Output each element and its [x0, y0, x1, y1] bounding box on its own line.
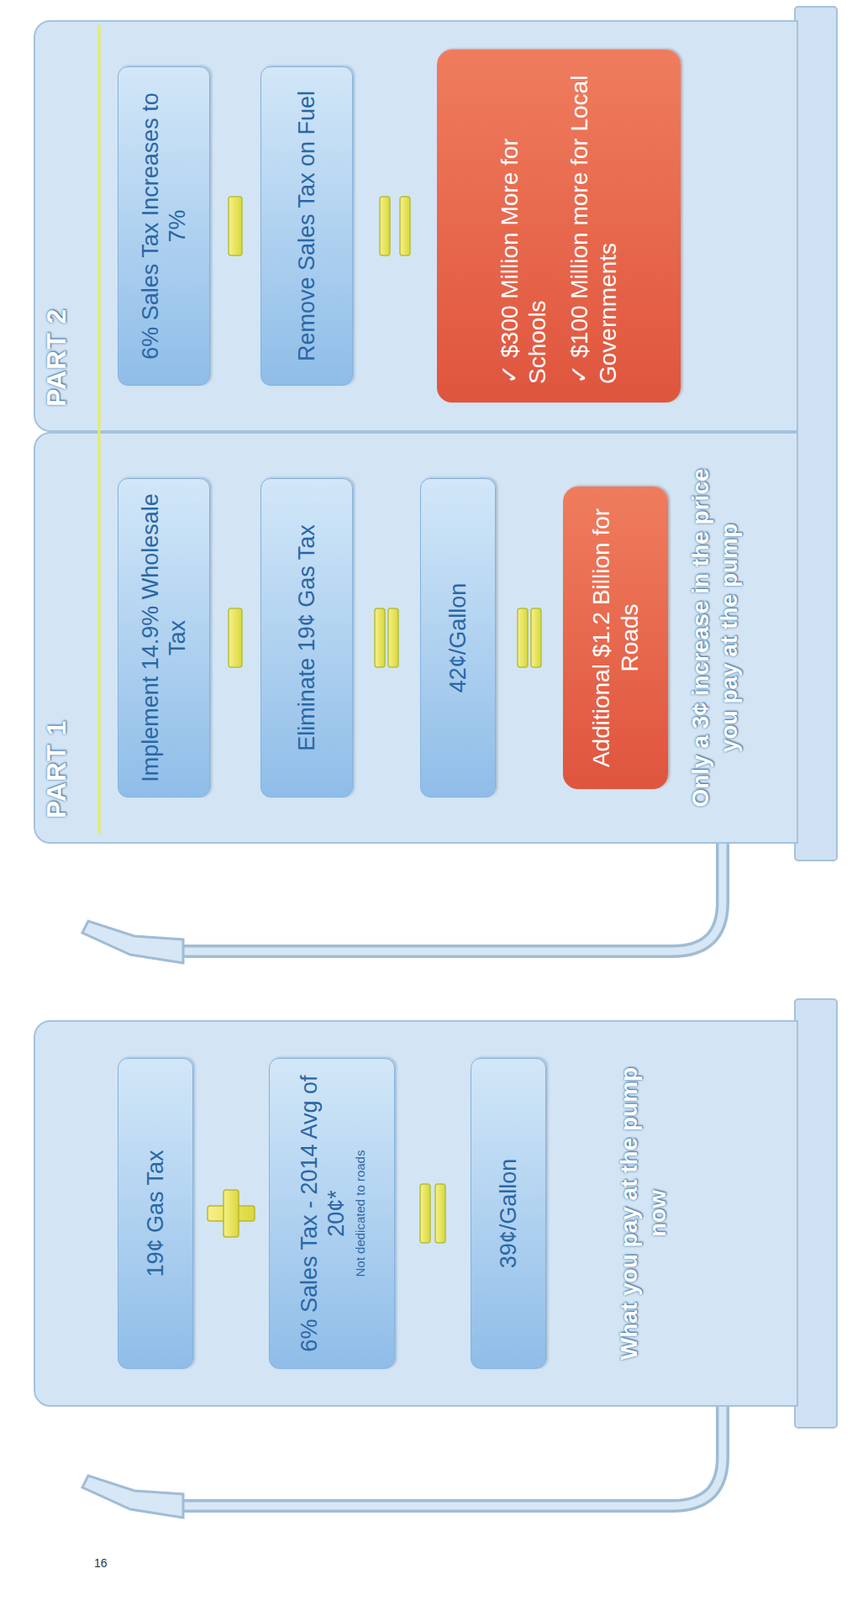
- box-text: 19¢ Gas Tax: [142, 1072, 169, 1355]
- box-text: 39¢/Gallon: [494, 1072, 522, 1355]
- pump-base: [794, 999, 837, 1428]
- result-text: ✓ $300 Million More for Schools: [495, 68, 553, 384]
- equals-sign: [379, 196, 390, 256]
- equals-sign: [388, 608, 399, 668]
- result-box: ✓ $300 Million More for Schools✓ $100 Mi…: [436, 49, 681, 403]
- total-box: 42¢/Gallon: [420, 478, 496, 798]
- nozzle: [82, 1475, 184, 1518]
- equals-sign: [374, 608, 385, 668]
- tax-box: 6% Sales Tax Increases to 7%: [117, 66, 211, 386]
- tax-box: 19¢ Gas Tax: [117, 1057, 194, 1369]
- hose: [180, 841, 723, 952]
- header-rule: [98, 25, 101, 834]
- tax-box: Remove Sales Tax on Fuel: [260, 66, 353, 386]
- pump-base: [794, 6, 837, 861]
- pump-panel: 6% Sales Tax Increases to 7% Remove Sales…: [33, 20, 799, 432]
- hose: [180, 1404, 723, 1506]
- pump-panel: Implement 14.9% Wholesale Tax Eliminate 1…: [33, 431, 799, 844]
- minus-sign: [228, 196, 242, 256]
- plus-sign: [223, 1189, 239, 1237]
- equals-sign: [435, 1183, 446, 1243]
- minus-sign: [228, 608, 242, 668]
- box-text: Remove Sales Tax on Fuel: [293, 80, 321, 372]
- page-number: 16: [94, 1556, 108, 1570]
- equals-sign: [399, 196, 411, 256]
- hose: [180, 1404, 723, 1506]
- box-text: 6% Sales Tax - 2014 Avg of 20¢*: [295, 1072, 351, 1355]
- pump-panel: 19¢ Gas Tax 6% Sales Tax - 2014 Avg of 20…: [33, 1020, 799, 1407]
- footnote-text: Not dedicated to roads: [352, 1072, 369, 1355]
- part-heading: PART 2: [40, 154, 73, 407]
- pump-caption: Only a 3¢ increase in the price you pay …: [686, 457, 743, 819]
- result-box: Additional $1.2 Billion for Roads: [562, 486, 668, 789]
- result-text: Additional $1.2 Billion for Roads: [587, 499, 644, 776]
- total-box: 39¢/Gallon: [470, 1057, 547, 1369]
- part-heading: PART 1: [40, 566, 73, 819]
- tax-box: Eliminate 19¢ Gas Tax: [260, 478, 353, 798]
- hose: [180, 841, 723, 952]
- tax-box: Implement 14.9% Wholesale Tax: [117, 478, 211, 798]
- nozzle: [82, 920, 184, 963]
- box-text: Eliminate 19¢ Gas Tax: [293, 492, 321, 784]
- box-text: 6% Sales Tax Increases to 7%: [136, 80, 192, 372]
- result-text: ✓ $100 Million more for Local Government…: [565, 68, 622, 384]
- box-text: Implement 14.9% Wholesale Tax: [136, 492, 192, 784]
- pump-caption: What you pay at the pump now: [615, 1045, 672, 1382]
- equals-sign: [531, 608, 542, 668]
- tax-box: 6% Sales Tax - 2014 Avg of 20¢*Not dedic…: [268, 1057, 395, 1369]
- box-text: 42¢/Gallon: [444, 492, 472, 784]
- equals-sign: [420, 1183, 431, 1243]
- plus-sign: [207, 1205, 255, 1221]
- equals-sign: [517, 608, 528, 668]
